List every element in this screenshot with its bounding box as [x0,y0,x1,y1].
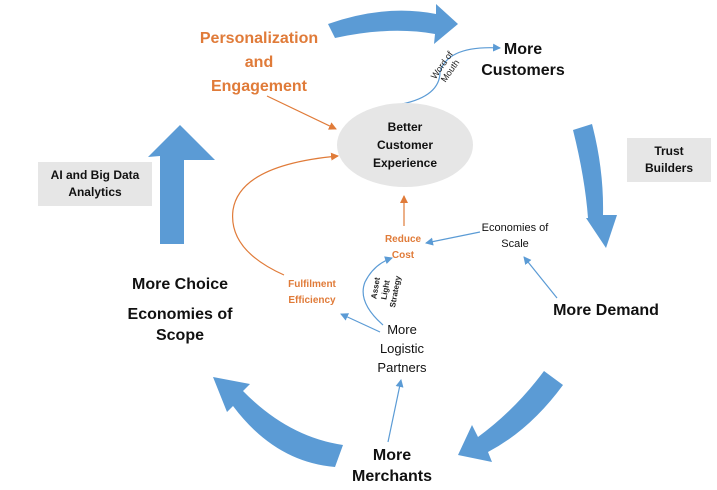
personalization-arrow [266,95,337,130]
more-merchants: More Merchants [342,445,442,487]
personalization-line-1: Personalization [199,30,319,47]
trust-builders-box: Trust Builders [627,138,711,182]
more-merchants-line-2: Merchants [351,468,433,485]
reduce-cost-line-2: Cost [391,250,415,261]
economies-of-scope-line-1: Economies of [127,306,233,323]
logistic-line-1: More [387,322,417,337]
demand-to-scale-arrow [523,256,558,299]
more-customers-line-1: More [503,41,543,58]
trust-builders-line-2: Builders [644,161,693,175]
more-customers-line-2: Customers [481,62,565,79]
fulfilment-efficiency-line-1: Fulfilment [288,279,336,290]
fulfilment-efficiency-line-2: Efficiency [288,295,336,306]
fulfilment-efficiency: Fulfilment Efficiency [278,277,346,309]
more-demand: More Demand [553,302,659,319]
cycle-arrow-top [328,4,458,44]
fulfilment-to-experience-arrow [232,152,339,276]
more-customers: More Customers [478,39,568,81]
merchants-to-logistic-arrow [387,379,404,443]
more-merchants-line-1: More [372,447,412,464]
economies-of-scope-line-2: Scope [155,327,204,344]
logistic-to-reduce-cost-arrow [362,256,393,326]
economies-of-scale-line-1: Economies of [481,222,549,234]
word-of-mouth-arrow [401,43,501,105]
economies-of-scale: Economies of Scale [470,220,560,252]
cycle-arrow-bottom-right [458,371,563,462]
economies-of-scope: Economies of Scope [110,304,250,346]
better-customer-experience: Better Customer Experience [337,103,473,187]
more-logistic-partners: More Logistic Partners [362,320,442,377]
center-line-1: Better [387,120,423,134]
ai-big-data-box: AI and Big Data Analytics [38,162,152,206]
personalization-line-2: and [244,54,274,71]
logistic-line-2: Logistic [379,341,425,356]
cycle-arrow-right [573,124,617,248]
ai-big-data-line-1: AI and Big Data [50,168,140,182]
logistic-to-fulfilment-arrow [340,313,381,333]
logistic-line-3: Partners [377,360,427,375]
personalization-engagement: Personalization and Engagement [190,27,328,99]
reduce-cost-line-1: Reduce [384,234,422,245]
center-line-3: Experience [372,156,438,170]
reduce-cost: Reduce Cost [373,232,433,264]
scale-to-reduce-cost-arrow [425,231,481,246]
personalization-line-3: Engagement [210,78,307,95]
more-choice: More Choice [131,276,228,293]
economies-of-scale-line-2: Scale [501,238,529,250]
center-line-2: Customer [376,138,433,152]
trust-builders-line-1: Trust [654,144,684,158]
ai-big-data-line-2: Analytics [68,185,122,199]
cycle-arrow-left [148,125,215,244]
cycle-arrow-bottom-left [213,377,343,467]
